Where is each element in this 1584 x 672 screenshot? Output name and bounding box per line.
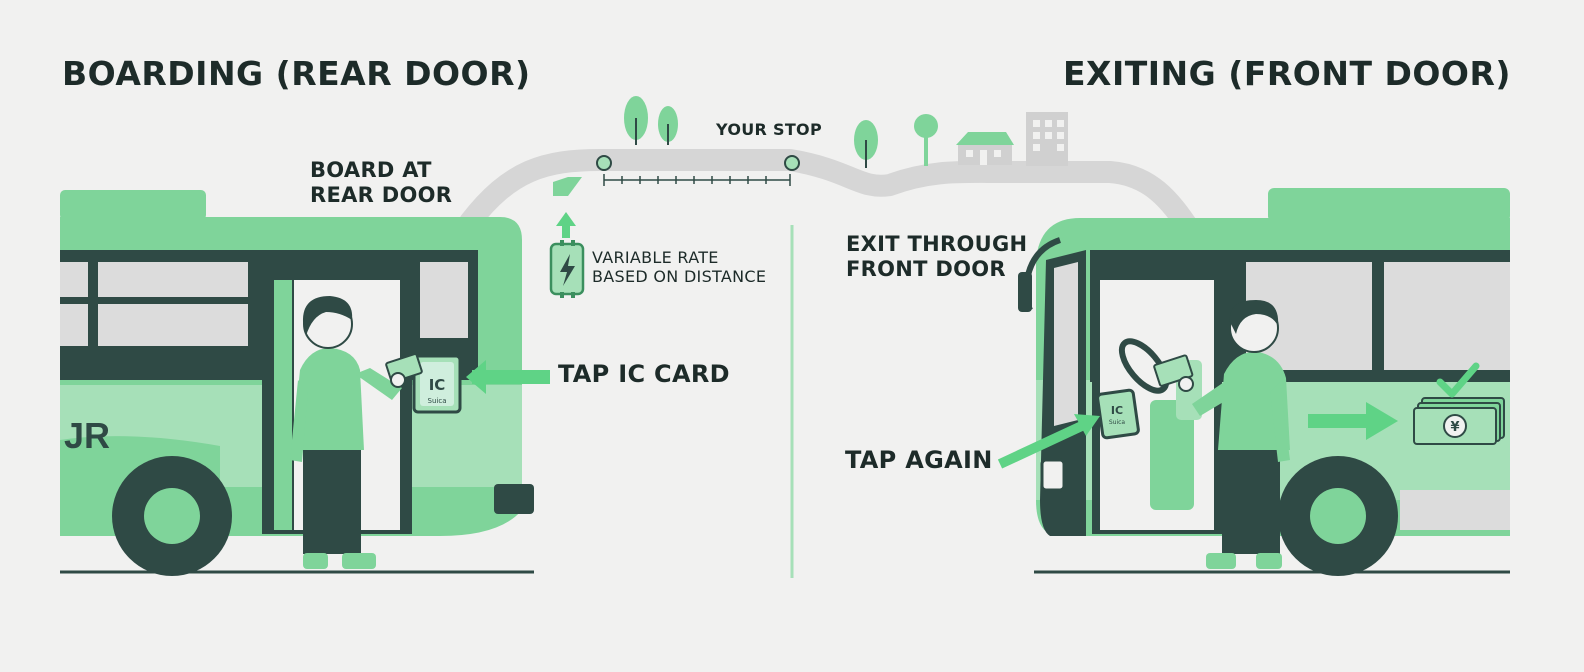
tree-icon: [854, 120, 878, 168]
check-icon: [1436, 362, 1480, 398]
left-card-reader: IC Suica: [412, 354, 462, 414]
stop-marker-icon: [784, 155, 800, 171]
right-arrow-icon: [1308, 402, 1398, 440]
variable-rate-line-2: BASED ON DISTANCE: [592, 267, 767, 287]
right-card-reader: IC Suica: [1096, 388, 1140, 440]
route-ticks: [603, 174, 791, 186]
road-flag: [553, 177, 582, 196]
left-passenger: [290, 296, 423, 569]
yen-symbol: ¥: [1450, 420, 1459, 435]
card-reader-text: IC: [429, 376, 446, 394]
house-icon: [956, 132, 1014, 165]
fare-meter: [549, 212, 585, 298]
tree-icon: [624, 96, 648, 145]
variable-rate-line-1: VARIABLE RATE: [592, 248, 719, 267]
tree-icon: [914, 114, 938, 166]
route-road: [459, 149, 1201, 241]
yen-bills-icon: ¥: [1413, 397, 1505, 445]
bus-logo: JR: [64, 415, 110, 456]
boarding-title: BOARDING (REAR DOOR): [62, 54, 531, 93]
up-arrow-icon: [556, 212, 576, 238]
your-stop-label: YOUR STOP: [716, 120, 822, 139]
exit-line-2: FRONT DOOR: [846, 257, 1006, 282]
card-reader-text-right: IC: [1111, 404, 1123, 417]
tap-again-arrow: [997, 419, 1089, 469]
exit-line-1: EXIT THROUGH: [846, 232, 1028, 256]
exit-through-front-door-label: EXIT THROUGH FRONT DOOR: [846, 232, 1027, 282]
tap-again-arrowhead: [1074, 414, 1100, 436]
building-icon: [1026, 112, 1068, 166]
tap-ic-card-label: TAP IC CARD: [558, 360, 730, 388]
tap-arrowhead: [466, 360, 486, 394]
card-reader-subtext-right: Suica: [1109, 419, 1126, 426]
variable-rate-label: VARIABLE RATE BASED ON DISTANCE: [592, 248, 766, 286]
tap-again-label: TAP AGAIN: [845, 446, 993, 474]
board-at-line-2: REAR DOOR: [310, 183, 453, 208]
exiting-title: EXITING (FRONT DOOR): [1063, 54, 1511, 93]
lightning-icon: [560, 254, 575, 286]
tree-icon: [658, 106, 678, 145]
board-at-line-1: BOARD AT: [310, 158, 432, 182]
board-at-rear-door-label: BOARD AT REAR DOOR: [310, 158, 452, 208]
card-reader-subtext: Suica: [428, 397, 447, 405]
left-bus: [60, 190, 534, 576]
stop-marker-icon: [596, 155, 612, 171]
right-passenger: [1153, 300, 1290, 569]
